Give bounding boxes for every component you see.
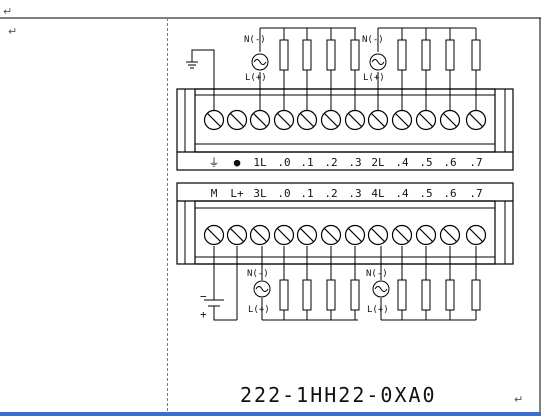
bottom-terminal-label: .6 [443, 187, 456, 200]
bottom-terminal-label: .2 [324, 187, 337, 200]
top-load-8 [397, 28, 407, 110]
bottom-screw-terminal [344, 224, 366, 246]
bottom-neutral-label-1: N(-) [247, 269, 269, 279]
bottom-screw-terminal [226, 224, 248, 246]
bottom-block-outer [176, 182, 514, 265]
bottom-load-3 [279, 246, 289, 320]
bottom-load-11 [471, 246, 481, 320]
top-load-10 [445, 28, 455, 110]
top-screw-terminal [415, 109, 437, 131]
top-terminal-label: 1L [253, 156, 267, 169]
paragraph-mark: ↵ [3, 5, 13, 18]
top-screw-terminal [320, 109, 342, 131]
top-terminal-label: ● [234, 156, 241, 169]
bottom-load-4 [302, 246, 312, 320]
top-terminal-label: .1 [300, 156, 313, 169]
top-terminal-label: .7 [469, 156, 482, 169]
bottom-screw-terminal [415, 224, 437, 246]
bottom-screw-terminal [439, 224, 461, 246]
top-terminal-label: 2L [371, 156, 385, 169]
top-load-11 [471, 28, 481, 110]
dc-minus-label: − [200, 290, 207, 303]
bottom-screw-terminal [296, 224, 318, 246]
top-line-label-2: L(+) [363, 73, 385, 83]
top-terminal-label: .2 [324, 156, 337, 169]
bottom-screw-terminal [249, 224, 271, 246]
top-terminal-label: .5 [419, 156, 432, 169]
dc-plus-label: + [200, 308, 207, 321]
bottom-terminal-label: .7 [469, 187, 482, 200]
bottom-screw-terminal [391, 224, 413, 246]
top-load-5 [326, 28, 336, 110]
bottom-line-label-2: L(+) [367, 305, 389, 315]
top-block-outer [176, 88, 514, 171]
bottom-load-8 [397, 246, 407, 320]
bottom-terminal-label: L+ [230, 187, 244, 200]
top-screw-terminal [439, 109, 461, 131]
top-neutral-label-1: N(-) [244, 35, 266, 45]
top-terminal-label: ⏚ [209, 156, 220, 169]
paragraph-mark: ↵ [8, 25, 18, 38]
bottom-terminal-label: .1 [300, 187, 313, 200]
top-screw-terminal [273, 109, 295, 131]
top-screw-terminal [344, 109, 366, 131]
bottom-terminal-label: .4 [395, 187, 409, 200]
bottom-terminal-block: M L+ 3L .0 .1 .2 .3 4L .4 .5 .6 .7 [176, 182, 514, 265]
top-line-label-1: L(+) [245, 73, 267, 83]
top-terminal-label: .6 [443, 156, 456, 169]
top-screw-terminal [249, 109, 271, 131]
top-load-9 [421, 28, 431, 110]
top-screw-terminal [226, 109, 248, 131]
top-terminal-label: .4 [395, 156, 409, 169]
top-terminal-label: .3 [348, 156, 361, 169]
bottom-load-6 [350, 246, 360, 320]
top-terminal-label: .0 [277, 156, 290, 169]
bottom-terminal-label: .0 [277, 187, 290, 200]
bottom-screw-terminal [320, 224, 342, 246]
top-load-3 [279, 28, 289, 110]
bottom-screw-terminal [273, 224, 295, 246]
top-screw-terminal [367, 109, 389, 131]
top-screw-terminal [465, 109, 487, 131]
bottom-load-9 [421, 246, 431, 320]
bottom-load-5 [326, 246, 336, 320]
paragraph-mark: ↵ [514, 393, 524, 406]
top-screw-terminal [203, 109, 225, 131]
bottom-load-10 [445, 246, 455, 320]
top-terminal-block: ⏚ ● 1L .0 .1 .2 .3 2L .4 .5 .6 .7 [176, 88, 514, 171]
page-bottom-bar [0, 412, 541, 416]
bottom-screw-terminal [367, 224, 389, 246]
bottom-wiring [204, 246, 481, 321]
bottom-screw-terminal [203, 224, 225, 246]
top-screw-terminal [296, 109, 318, 131]
bottom-terminal-label: M [211, 187, 218, 200]
bottom-terminal-label: .3 [348, 187, 361, 200]
bottom-line-label-1: L(+) [248, 305, 270, 315]
top-screw-terminal [391, 109, 413, 131]
top-neutral-label-2: N(-) [362, 35, 384, 45]
bottom-terminal-label: .5 [419, 187, 432, 200]
top-load-6 [350, 28, 360, 110]
bottom-terminal-label: 4L [371, 187, 385, 200]
model-number: 222-1HH22-0XA0 [240, 383, 437, 407]
bottom-terminal-label: 3L [253, 187, 267, 200]
bottom-screw-terminal [465, 224, 487, 246]
bottom-neutral-label-2: N(-) [366, 269, 388, 279]
top-load-4 [302, 28, 312, 110]
top-wiring [186, 27, 481, 110]
